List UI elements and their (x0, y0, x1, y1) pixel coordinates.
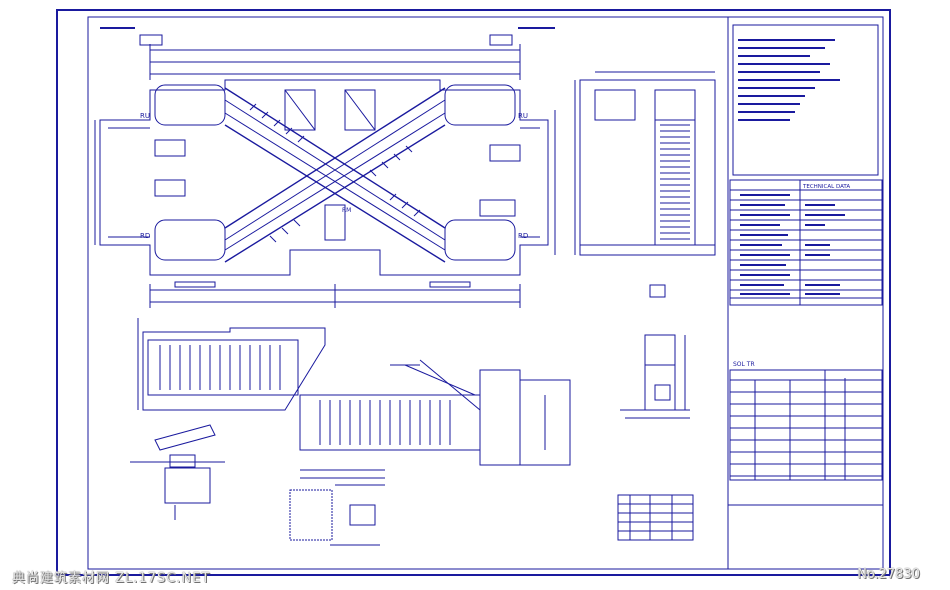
label-rd-right: RD (518, 232, 528, 240)
outer-frame (56, 9, 891, 576)
support-detail-left (130, 424, 225, 520)
title-block-spec-header: TECHNICAL DATA (802, 184, 850, 190)
watermark-left: 典尚建筑素材网 ZL.17SC.NET (12, 571, 211, 586)
support-detail-right (620, 334, 690, 419)
dimension-table (617, 494, 694, 541)
support-detail-center (289, 469, 385, 546)
escalator-section-left (137, 318, 326, 411)
label-rm-center: RM (342, 207, 351, 214)
side-elevation (574, 71, 716, 298)
label-ru-left: RU (140, 112, 150, 120)
label-ru-right: RU (518, 112, 528, 120)
bottom-table-header: SOL TR (733, 361, 755, 368)
inner-frame (87, 16, 884, 570)
plan-view (94, 27, 556, 308)
escalator-section-middle (299, 359, 571, 466)
title-block (728, 24, 883, 506)
label-rd-left: RD (140, 232, 150, 240)
watermark-right: No.27830 (857, 567, 920, 582)
